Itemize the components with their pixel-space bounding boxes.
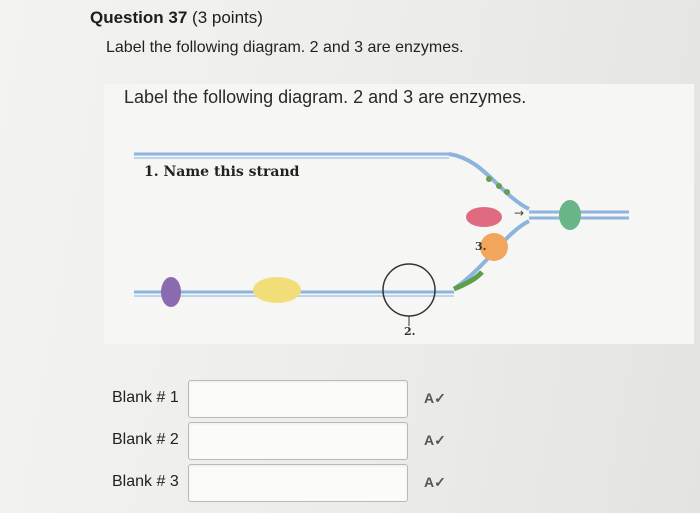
green-protein bbox=[559, 200, 581, 230]
diagram-title: Label the following diagram. 2 and 3 are… bbox=[124, 87, 527, 107]
arrow-glyph: → bbox=[514, 206, 524, 220]
blank-row-3: Blank # 3 A✓ bbox=[112, 464, 446, 504]
yellow-protein bbox=[253, 277, 301, 303]
question-number: Question 37 bbox=[90, 8, 188, 27]
blank-label-3: Blank # 3 bbox=[112, 473, 179, 490]
replication-fork-illustration: → bbox=[134, 152, 629, 326]
orange-enzyme bbox=[480, 233, 508, 261]
blank-input-3[interactable] bbox=[188, 464, 408, 502]
fork-bead bbox=[486, 176, 492, 182]
label-two: 2. bbox=[404, 325, 416, 338]
blank-row-1: Blank # 1 A✓ bbox=[112, 380, 446, 420]
primer-segment bbox=[453, 270, 484, 292]
spellcheck-icon[interactable]: A✓ bbox=[424, 390, 446, 406]
question-points: (3 points) bbox=[192, 8, 263, 27]
label-three: 3. bbox=[475, 240, 487, 253]
enzyme-2-circle bbox=[382, 263, 436, 317]
pink-enzyme bbox=[466, 207, 502, 227]
blank-row-2: Blank # 2 A✓ bbox=[112, 422, 446, 462]
blank-label-1: Blank # 1 bbox=[112, 389, 179, 406]
fork-bead bbox=[496, 183, 502, 189]
spellcheck-icon[interactable]: A✓ bbox=[424, 432, 446, 448]
question-title: Question 37 (3 points) bbox=[90, 8, 263, 28]
replication-diagram: Label the following diagram. 2 and 3 are… bbox=[104, 84, 694, 344]
spellcheck-icon[interactable]: A✓ bbox=[424, 474, 446, 490]
fork-bead bbox=[504, 189, 510, 195]
blank-input-2[interactable] bbox=[188, 422, 408, 460]
purple-protein bbox=[161, 277, 181, 307]
blank-label-2: Blank # 2 bbox=[112, 431, 179, 448]
blank-input-1[interactable] bbox=[188, 380, 408, 418]
strand-label: 1. Name this strand bbox=[144, 164, 300, 180]
question-text: Label the following diagram. 2 and 3 are… bbox=[106, 39, 464, 56]
